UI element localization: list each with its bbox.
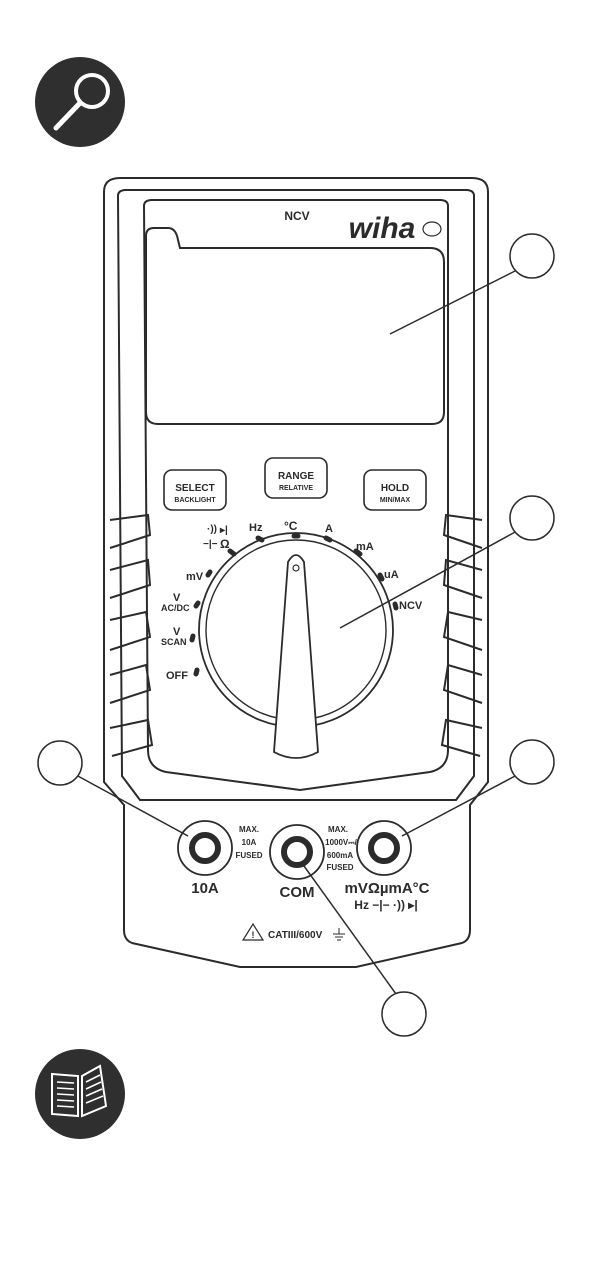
svg-text:!: ! [252, 930, 255, 940]
dial-label-off: OFF [166, 670, 188, 682]
hold-button-sublabel: MIN/MAX [380, 497, 411, 504]
callout-10a [38, 741, 82, 785]
dial-label-microamp: uA [384, 569, 399, 581]
jack-voltage-label: mVΩµmA°C [344, 880, 429, 897]
callout-dial [510, 496, 554, 540]
jack-10a-spec-3: FUSED [235, 851, 262, 860]
dial-label-continuity: ·)) [207, 524, 217, 535]
dial-label-acdc: AC/DC [161, 603, 190, 613]
range-button-sublabel: RELATIVE [279, 485, 313, 492]
jack-com-spec-2: 1000V⎓/ [325, 838, 358, 847]
jack-10a-label: 10A [191, 880, 219, 897]
jack-com-spec-1: MAX. [328, 825, 348, 834]
jack-voltage[interactable] [357, 821, 411, 875]
jack-voltage-label-2: Hz −|− ·)) ▸| [354, 898, 417, 912]
range-button-label: RANGE [278, 471, 314, 482]
dial-label-celsius: °C [284, 519, 298, 533]
cat-rating-text: CATIII/600V [268, 930, 323, 941]
select-button-sublabel: BACKLIGHT [174, 497, 216, 504]
jack-com-label: COM [280, 884, 315, 901]
hold-button-label: HOLD [381, 483, 409, 494]
jack-10a-spec-2: 10A [242, 838, 257, 847]
callout-com [382, 992, 426, 1036]
jack-10a-spec-1: MAX. [239, 825, 259, 834]
dial-label-scan: SCAN [161, 637, 187, 647]
dial-label-ohm: Ω [220, 537, 230, 551]
ncv-indicator-label: NCV [284, 209, 309, 223]
select-button-label: SELECT [175, 483, 214, 494]
dial-label-diode: ▸| [219, 525, 228, 536]
dial-label-ncv: NCV [399, 600, 423, 612]
dial-label-hz: Hz [249, 522, 263, 534]
brand-logo: wiha [349, 212, 416, 245]
jack-10a[interactable] [178, 821, 232, 875]
dial-label-milliamp: mA [356, 541, 374, 553]
dial-label-amp: A [325, 523, 333, 535]
jack-com-spec-4: FUSED [326, 863, 353, 872]
manual-book-icon [35, 1049, 125, 1139]
select-button[interactable]: SELECT BACKLIGHT [164, 470, 226, 510]
range-button[interactable]: RANGE RELATIVE [265, 458, 327, 498]
callout-voltage [510, 740, 554, 784]
callout-display [510, 234, 554, 278]
jack-com[interactable] [270, 825, 324, 879]
jack-com-spec-3: 600mA [327, 851, 353, 860]
hold-button[interactable]: HOLD MIN/MAX [364, 470, 426, 510]
dial-label-millivolt: mV [186, 571, 204, 583]
magnifier-icon [35, 57, 125, 147]
dial-label-capacitance: −|− [203, 539, 218, 550]
